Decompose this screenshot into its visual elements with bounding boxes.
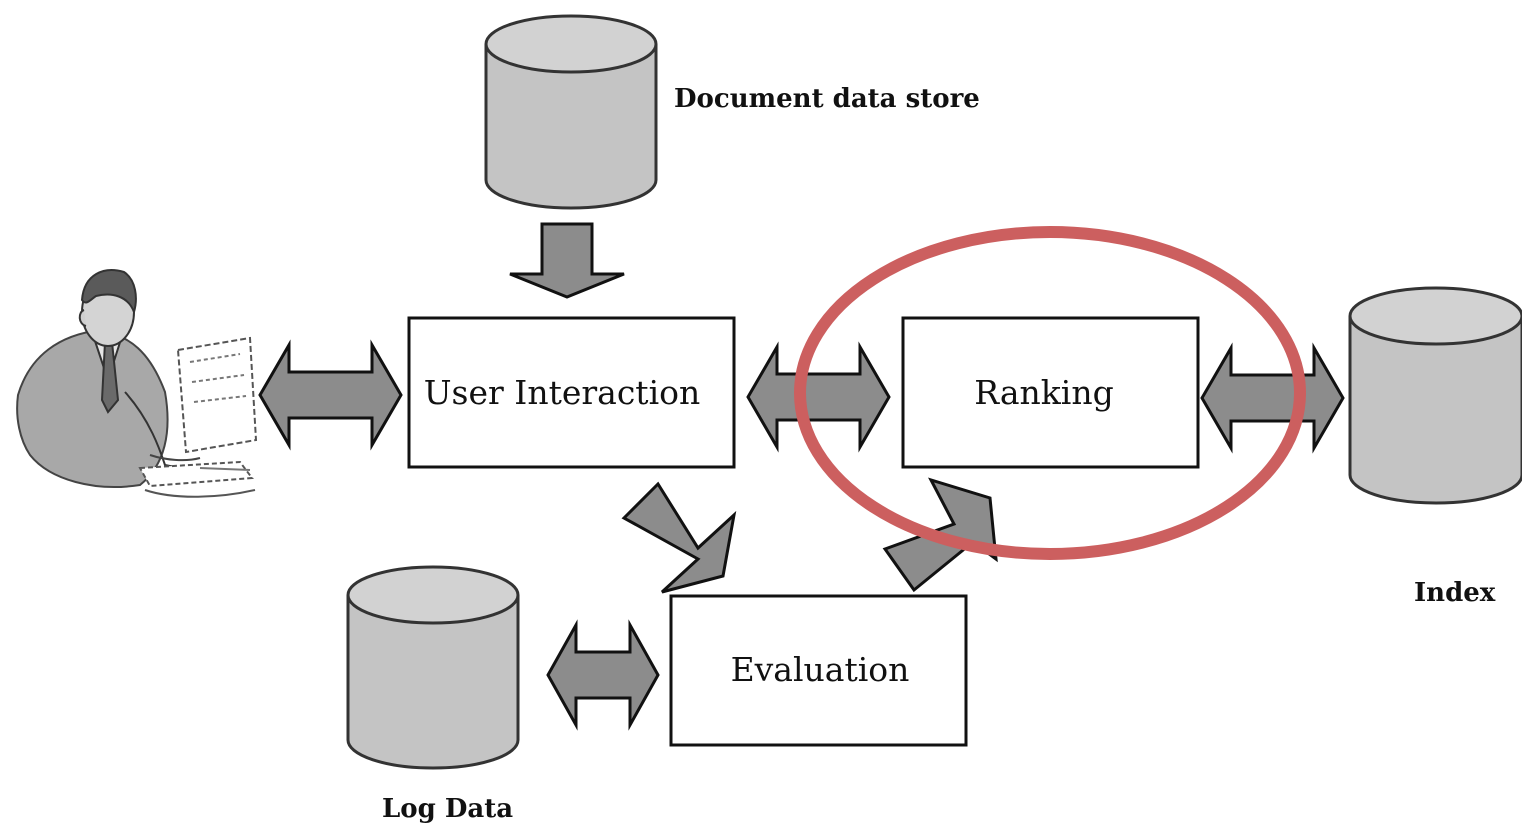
user-interaction-box: User Interaction [407,316,736,469]
index-store-label: Index [1414,578,1496,608]
arrow-user-interaction-to-evaluation [621,481,737,594]
user-interaction-label: User Interaction [424,373,701,412]
arrow-document-to-user-interaction [509,222,625,299]
document-store-label: Document data store [674,84,980,114]
ranking-box: Ranking [901,316,1200,469]
person-at-computer-icon [16,269,258,498]
index-store-cylinder-icon [1348,286,1522,505]
document-store-cylinder-icon [484,14,658,210]
evaluation-box: Evaluation [669,594,968,747]
arrow-log-to-evaluation [546,619,660,731]
log-store-cylinder-icon [346,565,520,770]
ranking-highlight-ellipse [794,226,1306,560]
arrow-ranking-to-index [1200,342,1345,454]
arrow-user-interaction-to-ranking [746,341,891,453]
arrow-user-to-user-interaction [258,339,403,451]
log-store-label: Log Data [382,794,513,824]
evaluation-label: Evaluation [731,650,910,689]
ranking-label: Ranking [974,373,1113,412]
